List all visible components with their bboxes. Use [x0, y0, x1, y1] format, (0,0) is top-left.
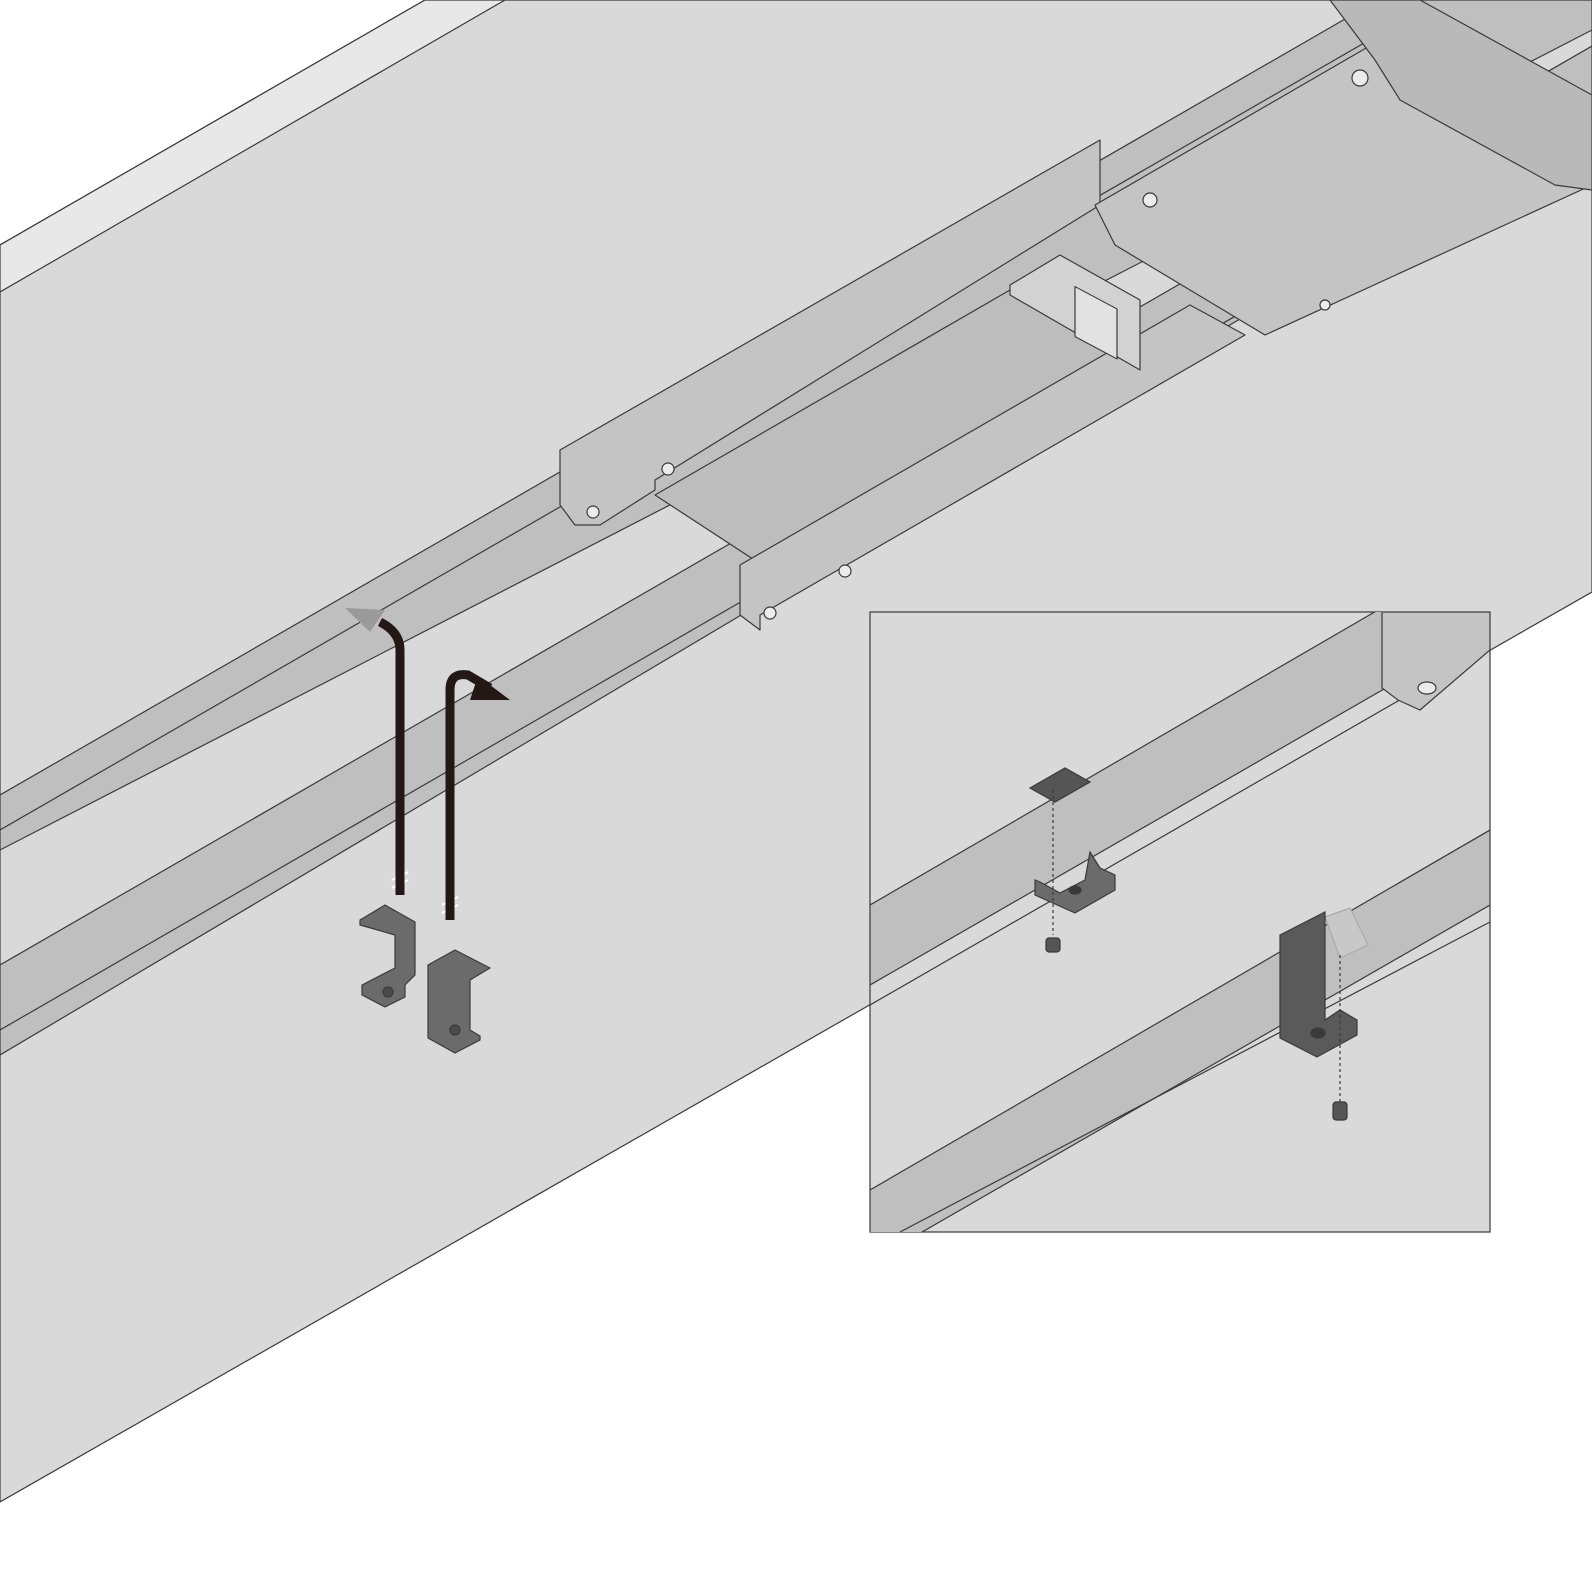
inset-beam-edge: [899, 921, 1490, 1232]
lower-plate: [739, 304, 1246, 631]
screw-hole: [661, 462, 675, 476]
screw-hole: [586, 505, 600, 519]
bracket-hole: [1068, 885, 1082, 895]
mounting-bracket: [359, 904, 416, 1008]
screw-hole: [1417, 681, 1437, 695]
screw: [1332, 1101, 1348, 1121]
control-box-cover: [1329, 0, 1592, 191]
arrow-tails: [395, 870, 455, 920]
screw: [1045, 937, 1061, 953]
bracket-hole: [382, 986, 394, 998]
inset-bracket-top: [1028, 767, 1092, 803]
screw-hole: [1142, 192, 1158, 208]
inset-bracket-ghost: [1324, 907, 1369, 959]
arrow-head-gray: [345, 608, 385, 632]
bracket-hole: [449, 1024, 461, 1036]
usb-port: [1074, 285, 1118, 360]
detail-inset: [869, 611, 1491, 1233]
inset-bracket-bottom: [1034, 850, 1116, 914]
screw-hole: [1319, 299, 1331, 311]
screw-hole: [838, 564, 852, 578]
desk-edge-strip: [0, 0, 506, 293]
inset-upper-beam: [870, 612, 1490, 986]
arrow-head-dark: [470, 676, 510, 700]
removal-arrow-left: [377, 617, 405, 870]
screw-hole: [1351, 69, 1369, 87]
center-plate: [559, 139, 1101, 526]
mounting-bracket: [427, 949, 491, 1054]
inset-plate: [1381, 612, 1490, 711]
inset-beam-edge: [870, 647, 1490, 1006]
inset-bracket-side: [1279, 911, 1358, 1058]
bracket-hole: [1310, 1027, 1326, 1039]
screw-hole: [763, 606, 777, 620]
removal-arrow-right: [445, 670, 493, 885]
